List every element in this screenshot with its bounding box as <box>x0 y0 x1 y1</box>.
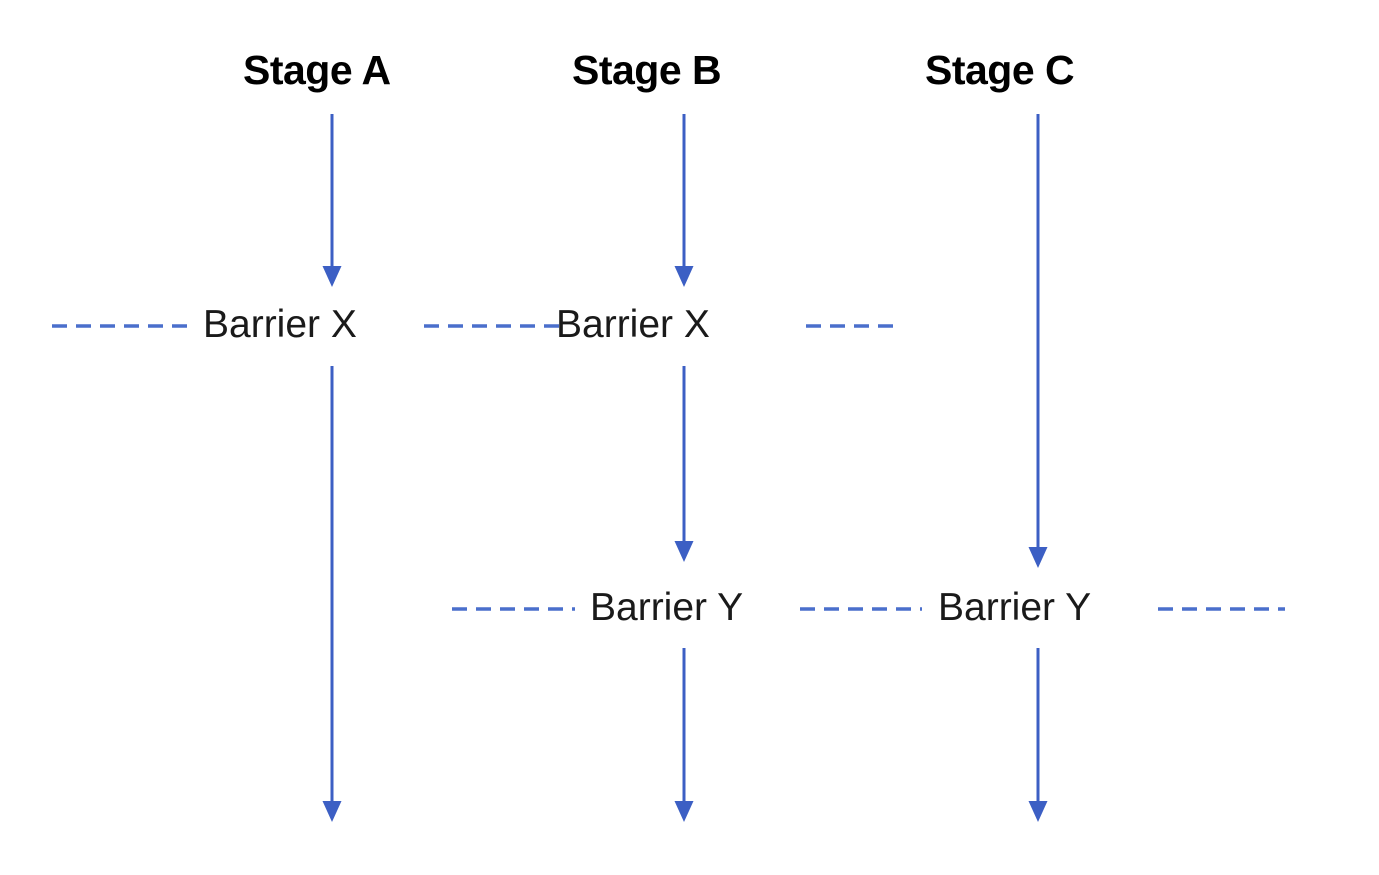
arrow-barrier-x-a-to-end <box>322 366 342 822</box>
arrow-barrier-x-b-to-barrier-y <box>674 366 694 562</box>
stage-heading-b: Stage B <box>572 47 722 93</box>
arrow-stage-b-to-barrier-x-head <box>674 266 694 287</box>
arrow-stage-a-to-barrier-x <box>322 114 342 287</box>
stage-heading-c: Stage C <box>925 47 1075 93</box>
barrier-label-x-column-b: Barrier X <box>556 303 710 346</box>
arrow-barrier-x-a-to-end-head <box>322 801 342 822</box>
arrow-stage-c-to-barrier-y-head <box>1028 547 1048 568</box>
arrow-barrier-y-c-to-end <box>1028 648 1048 822</box>
barrier-label-y-column-b: Barrier Y <box>590 586 744 629</box>
arrow-stage-b-to-barrier-x <box>674 114 694 287</box>
barrier-label-x-column-a: Barrier X <box>203 303 357 346</box>
arrow-barrier-y-c-to-end-head <box>1028 801 1048 822</box>
arrow-barrier-y-b-to-end <box>674 648 694 822</box>
arrow-stage-a-to-barrier-x-head <box>322 266 342 287</box>
arrow-barrier-x-b-to-barrier-y-head <box>674 541 694 562</box>
barrier-label-y-column-c: Barrier Y <box>938 586 1092 629</box>
stage-heading-a: Stage A <box>243 47 391 93</box>
arrow-barrier-y-b-to-end-head <box>674 801 694 822</box>
arrow-stage-c-to-barrier-y <box>1028 114 1048 568</box>
